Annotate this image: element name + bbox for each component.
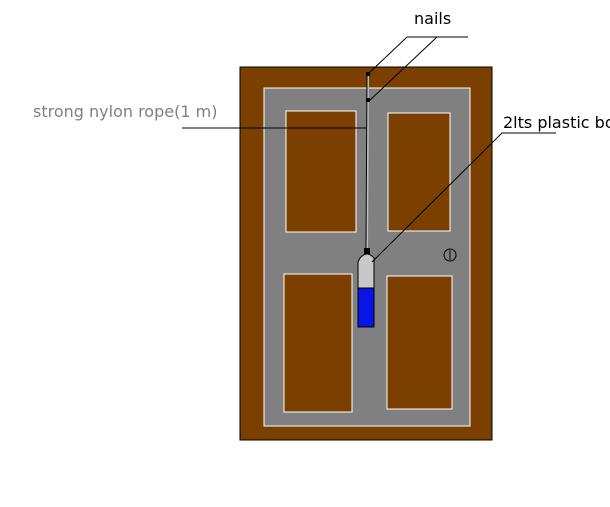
nail-middle <box>366 98 370 102</box>
leader-lines <box>182 36 556 263</box>
nylon-rope-shadow <box>365 73 368 251</box>
label-nails: nails <box>414 9 451 28</box>
keyhole-icon <box>443 248 457 262</box>
door-panel-top-left <box>285 110 357 233</box>
nylon-rope <box>366 73 369 251</box>
plastic-bottle <box>357 248 375 328</box>
label-plastic-bottle: 2lts plastic bo <box>503 113 610 132</box>
door-panel-bottom-left <box>283 273 353 413</box>
bottle-water <box>357 287 375 328</box>
door-panel-top-right <box>387 112 451 232</box>
door-panel-bottom-right <box>386 275 453 410</box>
label-nylon-rope: strong nylon rope(1 m) <box>33 102 217 121</box>
